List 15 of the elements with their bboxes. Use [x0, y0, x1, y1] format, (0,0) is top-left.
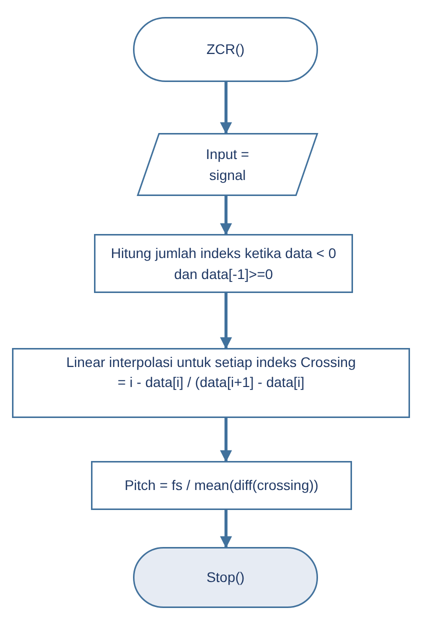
node-text: Hitung jumlah indeks ketika data < 0 dan data[-1]>=0	[110, 244, 338, 284]
arrow	[220, 196, 232, 236]
arrow	[220, 510, 232, 548]
node-text: Input = signal	[204, 145, 250, 185]
arrow	[220, 418, 232, 462]
node-text: ZCR()	[206, 40, 245, 60]
process-box	[94, 234, 353, 293]
process-box	[91, 461, 352, 510]
input-parallelogram	[137, 133, 318, 196]
arrow	[220, 82, 232, 134]
process-box	[12, 348, 410, 418]
node-text: Stop()	[206, 568, 245, 588]
arrow	[220, 293, 232, 350]
node-text: Linear interpolasi untuk setiap indeks Crossing = i - data[i] / (data[i+1] - data[i]	[66, 353, 356, 392]
node-text: Pitch = fs / mean(diff(crossing))	[124, 476, 318, 496]
